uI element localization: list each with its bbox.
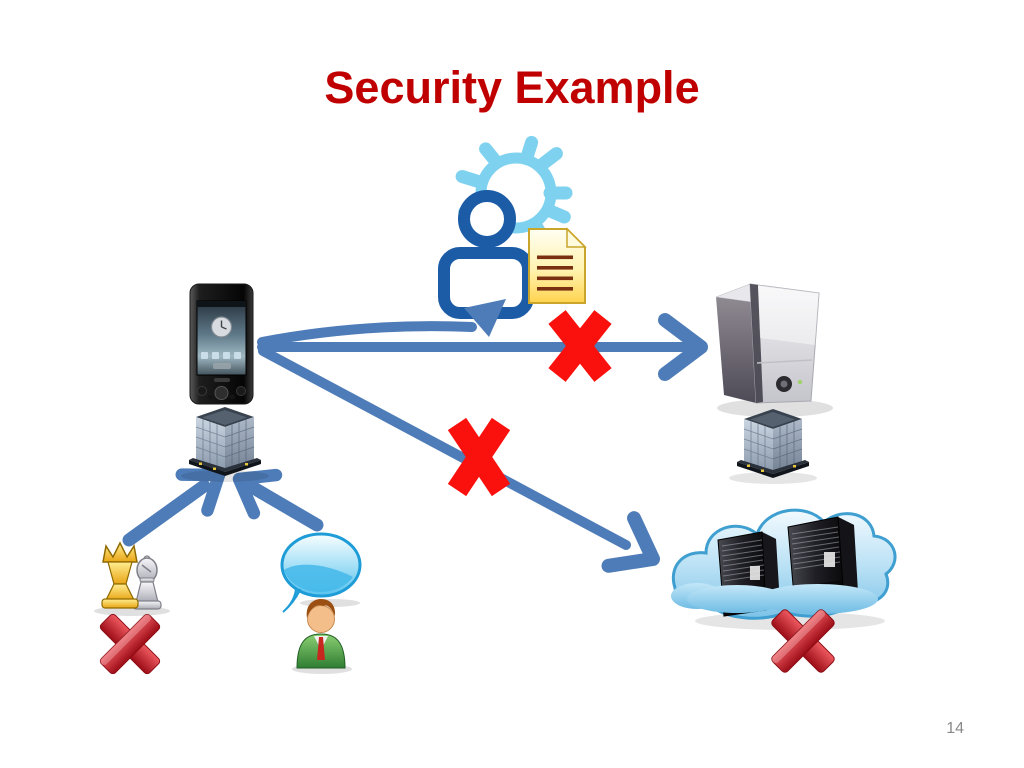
page-number: 14 xyxy=(946,720,964,737)
person-icon xyxy=(292,599,352,674)
chess-queen xyxy=(101,541,139,609)
speech-bubble-person-icon xyxy=(280,532,362,674)
arrows xyxy=(122,299,701,583)
user-icon xyxy=(438,190,534,319)
arrow-phone-to-server xyxy=(257,320,701,374)
speech-bubble-icon xyxy=(280,532,362,613)
cloud-servers-icon xyxy=(671,508,897,630)
chess-pieces-icon xyxy=(94,541,170,616)
office-building-icon-right xyxy=(728,408,818,485)
document-icon xyxy=(528,227,587,304)
server-tower-icon xyxy=(715,283,833,417)
smartphone-icon xyxy=(189,283,254,405)
arrow-chess-to-building xyxy=(122,457,232,547)
slide-title: Security Example xyxy=(324,62,700,113)
chess-bishop xyxy=(132,555,162,610)
arrow-phone-to-cloud xyxy=(258,346,666,583)
arrow-phone-to-user xyxy=(257,299,506,347)
user-gear-document-icon xyxy=(438,135,573,319)
blocked-x-phone-server xyxy=(548,310,612,382)
arrow-chat-to-building xyxy=(228,460,324,532)
blocked-x-phone-cloud xyxy=(447,417,511,497)
blocked-x-chess xyxy=(98,612,162,676)
